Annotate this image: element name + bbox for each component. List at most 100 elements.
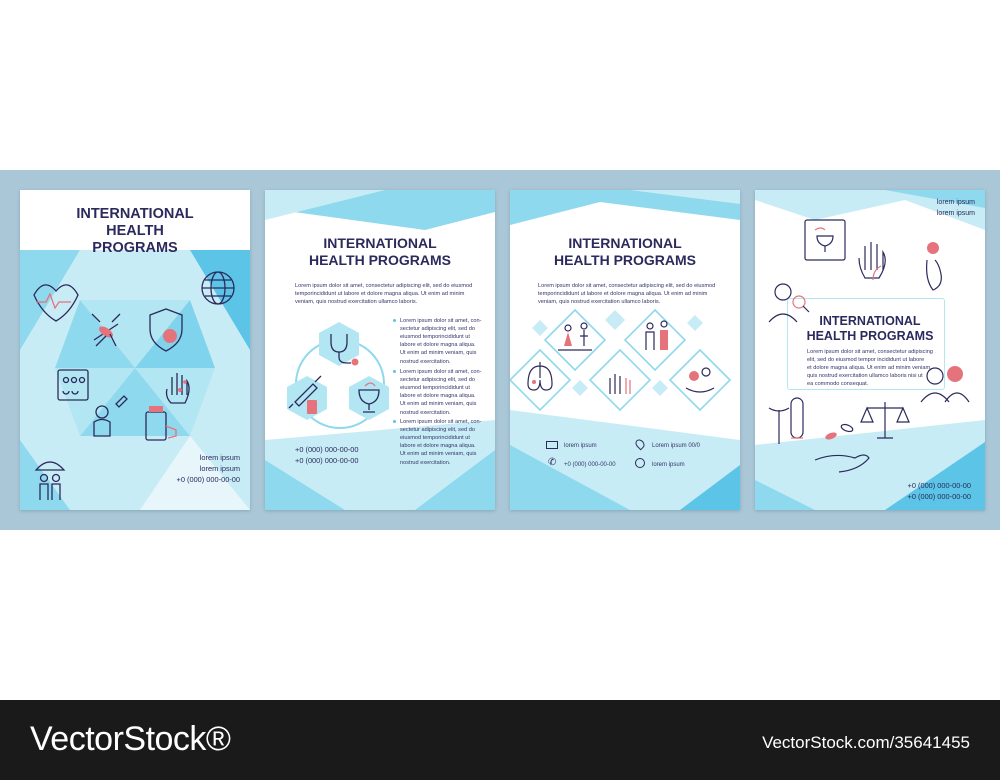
brochure-page-3: INTERNATIONAL HEALTH PROGRAMS Lorem ipsu… <box>510 190 740 510</box>
cover-contact-line-3: +0 (000) 000-00-00 <box>176 475 240 485</box>
page-2-title-line-2: HEALTH PROGRAMS <box>308 251 452 268</box>
globe-icon <box>201 271 235 305</box>
page-4-top-text: lorem ipsum lorem ipsum <box>937 198 975 219</box>
doctor-magnifier-icon <box>768 283 810 323</box>
page-4-title-line-1: INTERNATIONAL <box>819 314 921 328</box>
page-4-title: INTERNATIONAL HEALTH PROGRAMS <box>795 314 945 344</box>
syringe-icon <box>288 375 322 414</box>
page-4-body-line-4: quis nostrud exercitation ullamco labori… <box>807 373 923 380</box>
pharmacy-bowl-icon <box>358 382 380 413</box>
bullet-line: nostrud exercitation. <box>400 459 451 466</box>
caregiver-elder-icon <box>645 320 668 350</box>
bullet-line: eiusmod temporincididunt ut <box>400 334 470 341</box>
bullet-line: Lorem ipsum dolor sit amet, con- <box>400 369 482 375</box>
page-4-title-line-2: HEALTH PROGRAMS <box>806 328 934 343</box>
page-2-bullet-3: Lorem ipsum dolor sit amet, con- sectetu… <box>393 418 492 467</box>
brochure-cover: INTERNATIONAL HEALTH PROGRAMS <box>20 190 250 510</box>
page-3-web: lorem ipsum <box>652 462 685 468</box>
watermark-id: VectorStock.com/35641455 <box>762 733 970 752</box>
baby-vaccine-icon <box>93 395 128 437</box>
bullet-line: nostrud exercitation. <box>400 409 451 416</box>
bullet-line: eiusmod temporincididunt ut <box>400 435 470 442</box>
page-2-icon-cluster <box>287 322 389 429</box>
page-2-bullet-1: Lorem ipsum dolor sit amet, con- sectetu… <box>393 317 492 366</box>
page-3-intro-line-3: veniam, quis nostrud exercitation ullamc… <box>538 299 661 306</box>
iud-icon <box>768 407 790 444</box>
heart-stethoscope-icon <box>33 284 79 322</box>
page-2-background-decoration <box>265 190 495 510</box>
page-3-title-line-2: HEALTH PROGRAMS <box>553 251 697 268</box>
bullet-line: labore et dolore magna aliqua. <box>400 393 476 400</box>
page-2-title-line-1: INTERNATIONAL <box>323 235 437 251</box>
page-3-title: INTERNATIONAL HEALTH PROGRAMS <box>510 235 740 268</box>
couple-icon <box>920 366 970 403</box>
mosquito-icon <box>91 313 121 347</box>
bullet-line: Ut enim ad minim veniam, quis <box>400 350 477 357</box>
cover-title-line-2: HEALTH <box>106 223 164 240</box>
page-2-phone-1: +0 (000) 000-00-00 <box>295 445 359 454</box>
bullet-line: sectetur adipiscing elit, sed do <box>400 427 475 434</box>
vision-chart-icon <box>57 369 89 401</box>
family-umbrella-icon <box>34 461 66 500</box>
globe-icon <box>635 458 645 468</box>
page-4-title-box <box>787 298 945 390</box>
page-4-body-line-5: ea commodo consequat. <box>807 381 869 388</box>
bullet-line: sectetur adipiscing elit, sed do <box>400 326 475 333</box>
cover-icons <box>33 271 235 500</box>
bullet-line: sectetur adipiscing elit, sed do <box>400 377 475 384</box>
cover-contact-line-1: lorem ipsum <box>199 453 240 462</box>
page-4-body-line-1: Lorem ipsum dolor sit amet, consectetur … <box>807 349 933 355</box>
page-4-body-line-3: et dolore magna aliqua. Ut enim ad minim… <box>807 365 932 372</box>
bullet-line: Ut enim ad minim veniam, quis <box>400 451 477 458</box>
page-3-phone: +0 (000) 000-00-00 <box>564 462 616 468</box>
page-2-intro-line-1: Lorem ipsum dolor sit amet, consectetur … <box>295 283 473 289</box>
page-2-phone-2: +0 (000) 000-00-00 <box>295 456 359 466</box>
page-3-email: lorem ipsum <box>564 443 597 449</box>
phone-icon: ✆ <box>548 457 557 468</box>
people-scale-icon <box>558 322 592 351</box>
watermark-logo: VectorStock® <box>30 720 231 758</box>
bullet-line: Lorem ipsum dolor sit amet, con- <box>400 419 482 425</box>
page-3-diamond-grid <box>510 308 732 412</box>
bullet-line: labore et dolore magna aliqua. <box>400 443 476 450</box>
pregnant-woman-icon <box>926 242 942 291</box>
bullet-line: Ut enim ad minim veniam, quis <box>400 401 477 408</box>
page-2-intro: Lorem ipsum dolor sit amet, consectetur … <box>295 282 475 306</box>
page-3-title-line-1: INTERNATIONAL <box>568 235 682 251</box>
page-4-phone-1: +0 (000) 000-00-00 <box>907 481 971 490</box>
page-2-bullet-2: Lorem ipsum dolor sit amet, con- sectetu… <box>393 368 492 417</box>
hand-rash-icon <box>165 373 190 404</box>
hand-care-icon <box>858 242 886 281</box>
pharmacy-scroll-icon <box>804 219 846 261</box>
page-4-phones: +0 (000) 000-00-00 +0 (000) 000-00-00 <box>908 480 971 502</box>
justice-scale-icon <box>860 402 910 439</box>
email-icon <box>546 441 558 449</box>
raised-hands-icon <box>609 374 631 394</box>
page-2-intro-line-2: temporincididunt ut labore et dolore mag… <box>295 291 465 298</box>
page-3-intro: Lorem ipsum dolor sit amet, consectetur … <box>538 282 723 306</box>
virus-shield-icon <box>149 308 183 352</box>
page-2-phones: +0 (000) 000-00-00 +0 (000) 000-00-00 <box>295 444 358 466</box>
bullet-line: eiusmod temporincididunt ut <box>400 385 470 392</box>
page-3-intro-line-2: temporincididunt ut labore et dolore mag… <box>538 291 708 298</box>
cover-title-line-1: INTERNATIONAL <box>76 206 194 222</box>
page-3-background-decoration <box>510 190 740 510</box>
watermark-footer: VectorStock® VectorStock.com/35641455 <box>0 700 1000 780</box>
page-3-address: Lorem ipsum 00/0 <box>652 443 701 449</box>
page-4-top-line-1: lorem ipsum <box>936 199 975 206</box>
page-2-title: INTERNATIONAL HEALTH PROGRAMS <box>265 235 495 268</box>
cover-title: INTERNATIONAL HEALTH PROGRAMS <box>20 206 250 257</box>
page-4-background-decoration <box>755 190 985 510</box>
page-2-intro-line-3: veniam, quis nostrud exercitation ullamc… <box>295 299 418 306</box>
bullet-line: nostrud exercitation. <box>400 358 451 365</box>
cover-hexagon-decoration <box>20 250 250 510</box>
page-4-body: Lorem ipsum dolor sit amet, consectetur … <box>807 348 947 389</box>
bullet-line: labore et dolore magna aliqua. <box>400 342 476 349</box>
brochure-page-2: INTERNATIONAL HEALTH PROGRAMS Lorem ipsu… <box>265 190 495 510</box>
brochure-page-4: lorem ipsum lorem ipsum INTERNATIONAL HE… <box>755 190 985 510</box>
bullet-line: Lorem ipsum dolor sit amet, con- <box>400 318 482 324</box>
pills-hand-icon <box>814 423 870 473</box>
page-4-icons <box>768 219 970 473</box>
medicine-bottle-icon <box>145 406 177 441</box>
page-4-phone-2: +0 (000) 000-00-00 <box>907 492 971 502</box>
